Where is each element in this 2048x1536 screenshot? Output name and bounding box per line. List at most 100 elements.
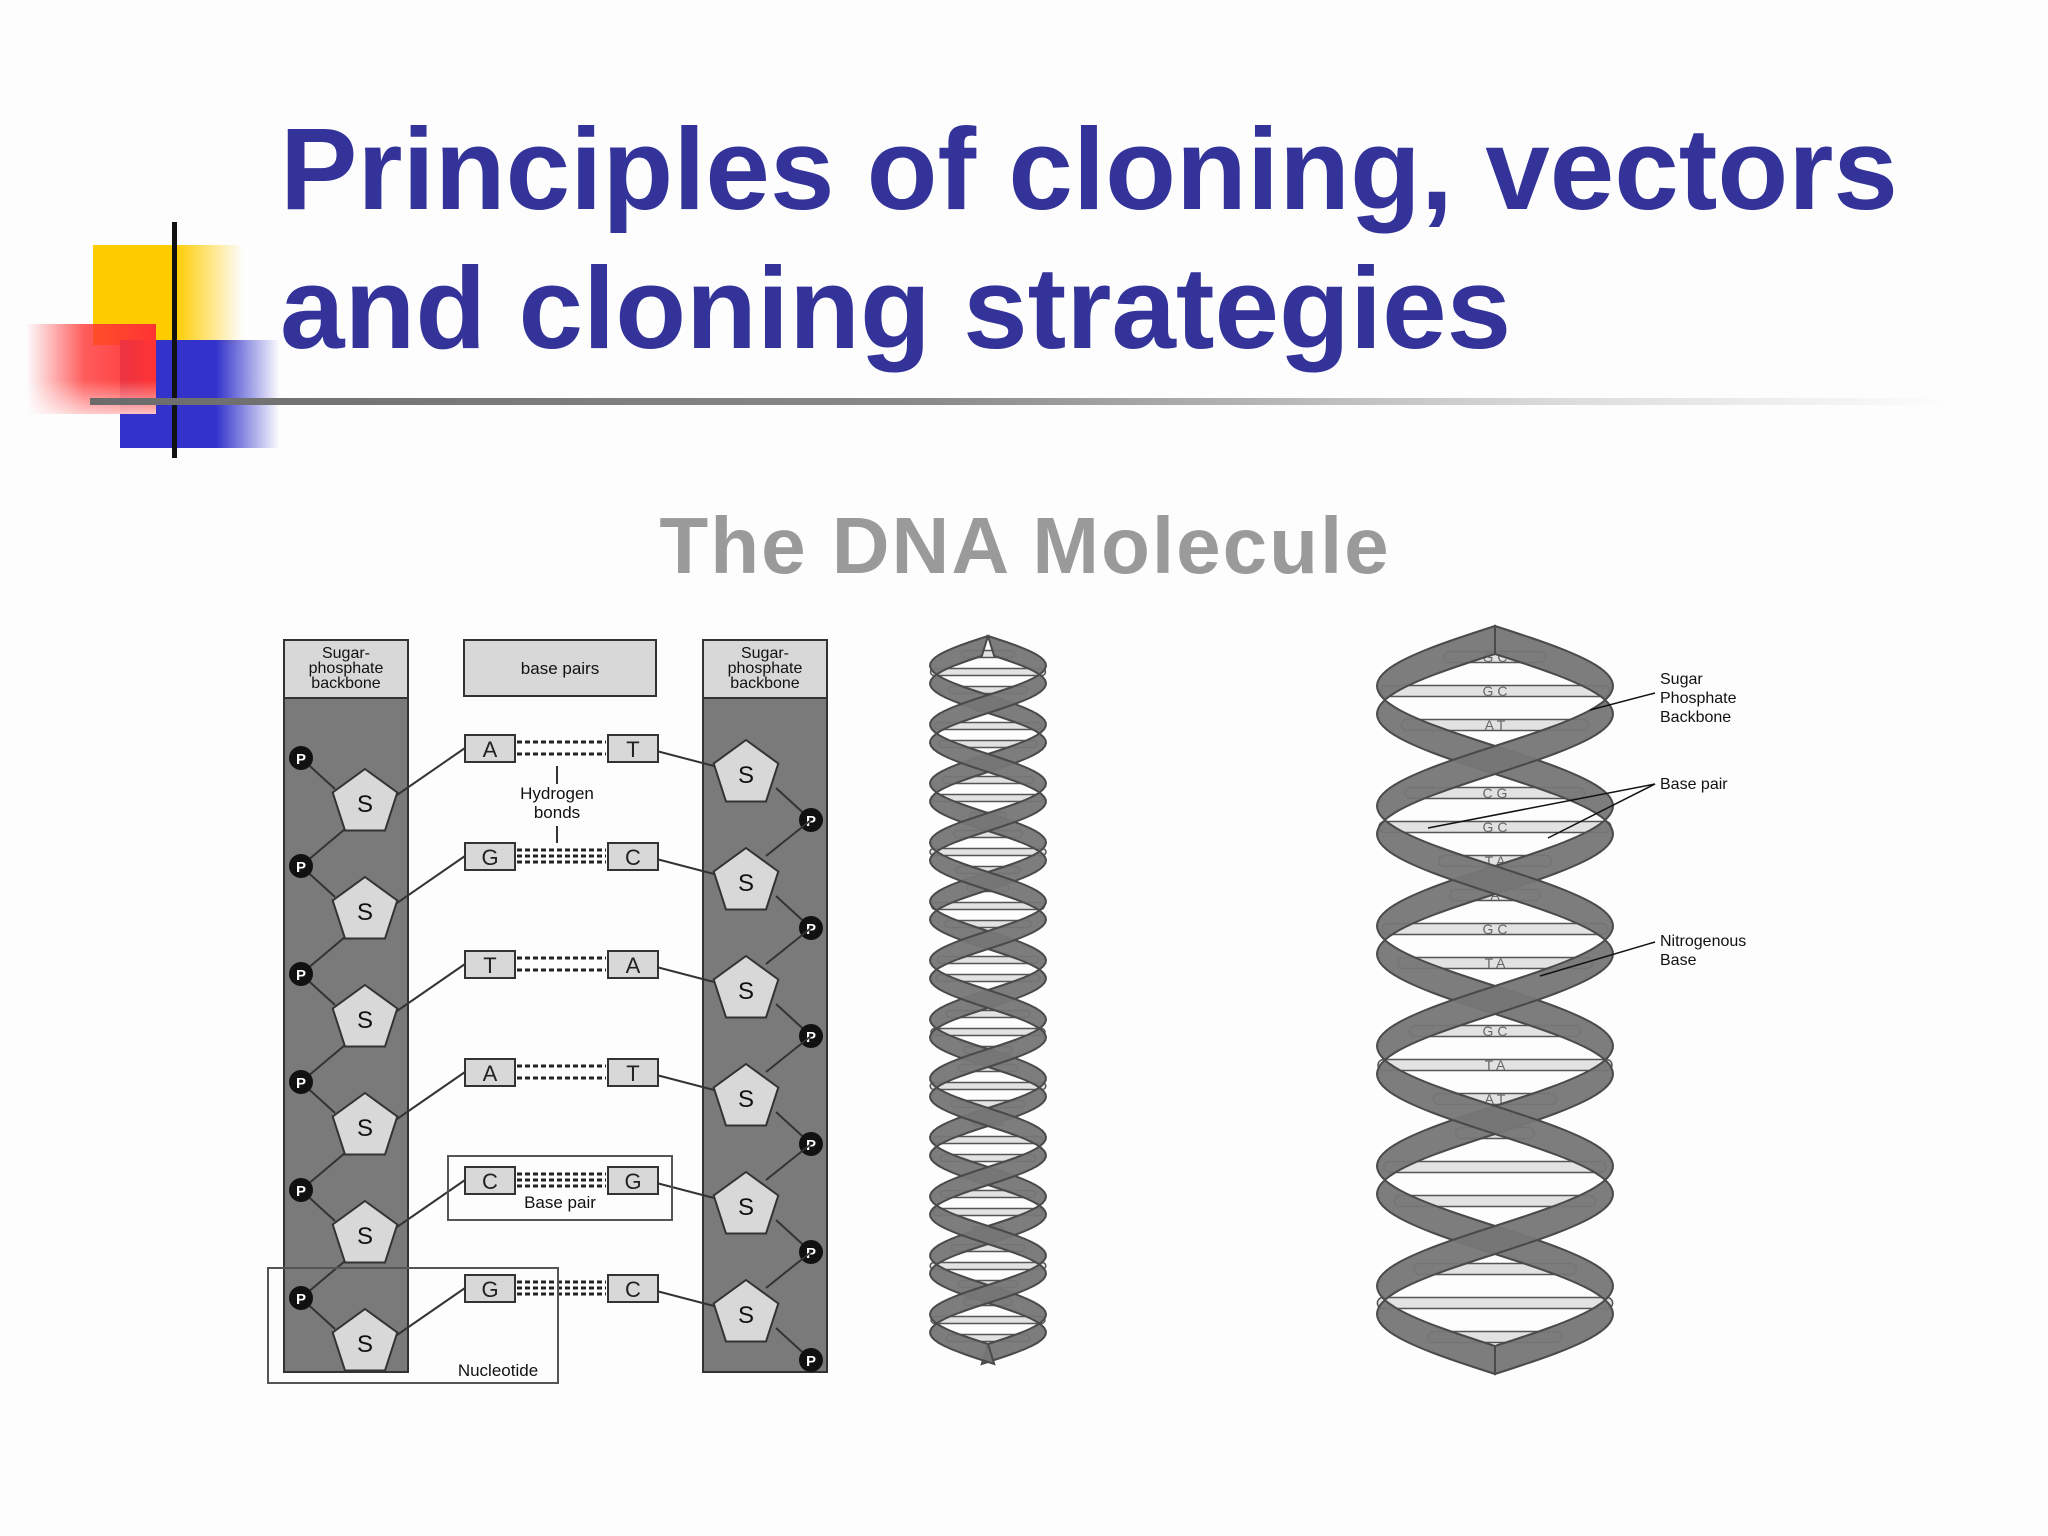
base-pair-pointer: [1427, 783, 1656, 829]
right-sugar: [712, 1278, 780, 1343]
right-base-label: C: [625, 845, 641, 870]
right-base-label: T: [626, 737, 639, 762]
base-pair-rung: [929, 847, 1047, 857]
base-pair-rung: [929, 1261, 1047, 1271]
right-header-text: phosphate: [728, 660, 803, 677]
right-phosphate-label: P: [806, 921, 816, 938]
right-sugar: [712, 1170, 780, 1235]
base-pair-label: Base pair: [1660, 776, 1728, 793]
base-pair-rung: [1383, 1160, 1607, 1174]
nucleotide-highlight: [267, 1267, 559, 1384]
base-pair-rung: [930, 1027, 1046, 1037]
left-base-label: G: [481, 1277, 498, 1302]
left-phosphate-label: P: [296, 1183, 306, 1200]
left-sugar: [331, 983, 399, 1048]
sugar-phosphate-strand: [928, 634, 1048, 1366]
right-base-box: [607, 1274, 659, 1303]
left-header-text: Sugar-: [322, 645, 370, 662]
left-sugar: [331, 875, 399, 940]
right-phosphate-label: P: [806, 1137, 816, 1154]
left-base-label: C: [482, 1169, 498, 1194]
right-phosphate-label: P: [806, 1245, 816, 1262]
right-sugar: [712, 738, 780, 803]
base-pair-rung: [929, 1081, 1047, 1091]
left-base-box: [464, 1058, 516, 1087]
base-pair-rung-label: T A: [1485, 955, 1506, 971]
left-glycosidic-bond: [396, 855, 466, 904]
slide-title-line-1: Principles of cloning, vectors: [280, 104, 1898, 234]
base-pair-rung: [930, 1315, 1046, 1325]
hydrogen-bonds-label: bonds: [534, 803, 580, 822]
right-phosphate: [799, 1348, 823, 1372]
left-sugar: [331, 1307, 399, 1372]
base-pairs-header: [463, 639, 657, 697]
right-base-label: A: [626, 953, 641, 978]
right-base-box: [607, 950, 659, 979]
left-sugar-label: S: [357, 1115, 373, 1142]
sugar-phosphate-label: Sugar: [1660, 671, 1703, 688]
right-header-text: backbone: [730, 675, 799, 692]
right-sugar-label: S: [738, 1086, 754, 1113]
left-phosphate-label: P: [296, 967, 306, 984]
right-base-box: [607, 1166, 659, 1195]
dna-labeled-helix: G CG CA TC GG CT AAG CT AAG CT AA TSugar…: [1375, 624, 1746, 1376]
dna-ladder-diagram: Sugar-phosphatebackboneSugar-phosphateba…: [267, 639, 828, 1384]
base-pair-rung-label: A T: [1485, 1091, 1506, 1107]
base-pair-rung-label: G C: [1483, 1023, 1508, 1039]
right-base-box: [607, 842, 659, 871]
left-sugar-label: S: [357, 899, 373, 926]
right-phosphate-bond: [765, 927, 812, 965]
left-phosphate: [289, 1070, 313, 1094]
nitrogenous-base-label: Nitrogenous: [1660, 933, 1746, 950]
left-phosphate: [289, 1178, 313, 1202]
left-sugar-label: S: [357, 1007, 373, 1034]
base-pair-rung-label: A T: [1485, 717, 1506, 733]
left-phosphate-label: P: [296, 751, 306, 768]
hydrogen-bonds-label: Hydrogen: [520, 784, 594, 803]
sugar-phosphate-strand: [1375, 624, 1615, 1376]
left-sugar: [331, 1199, 399, 1264]
left-sugar-label: S: [357, 791, 373, 818]
left-base-box: [464, 950, 516, 979]
base-pair-pointer: [1547, 783, 1656, 839]
left-base-box: [464, 842, 516, 871]
left-header-text: phosphate: [309, 660, 384, 677]
sugar-phosphate-label: Backbone: [1660, 709, 1731, 726]
right-phosphate-label: P: [806, 813, 816, 830]
base-pair-highlight: [447, 1155, 673, 1221]
left-base-label: A: [483, 1061, 498, 1086]
base-pair-rung-label: T A: [1485, 1057, 1506, 1073]
right-phosphate-label: P: [806, 1029, 816, 1046]
left-glycosidic-bond: [396, 1179, 466, 1228]
base-pair-rung: [1377, 1058, 1613, 1072]
left-base-label: A: [483, 737, 498, 762]
sugar-phosphate-pointer: [1589, 692, 1656, 711]
left-base-label: G: [481, 845, 498, 870]
sugar-phosphate-label: Phosphate: [1660, 690, 1737, 707]
base-pair-rung: [929, 667, 1047, 677]
left-phosphate-label: P: [296, 1075, 306, 1092]
left-glycosidic-bond: [396, 1287, 466, 1336]
left-glycosidic-bond: [396, 963, 466, 1012]
left-base-box: [464, 734, 516, 763]
left-backbone-header: [283, 639, 409, 699]
right-base-label: C: [625, 1277, 641, 1302]
right-base-label: G: [624, 1169, 641, 1194]
right-sugar: [712, 846, 780, 911]
left-sugar-label: S: [357, 1223, 373, 1250]
right-phosphate-bond: [765, 1251, 812, 1289]
right-base-box: [607, 1058, 659, 1087]
base-pairs-header-text: base pairs: [521, 659, 599, 678]
base-pair-label: Base pair: [524, 1193, 596, 1212]
base-pair-rung-label: G C: [1483, 921, 1508, 937]
right-sugar: [712, 954, 780, 1019]
base-pair-rung-label: C G: [1483, 785, 1508, 801]
right-phosphate-bond: [765, 819, 812, 857]
left-phosphate: [289, 854, 313, 878]
left-phosphate: [289, 746, 313, 770]
left-phosphate: [289, 1286, 313, 1310]
vertical-rule: [172, 222, 177, 458]
base-pair-rung-label: G C: [1483, 683, 1508, 699]
